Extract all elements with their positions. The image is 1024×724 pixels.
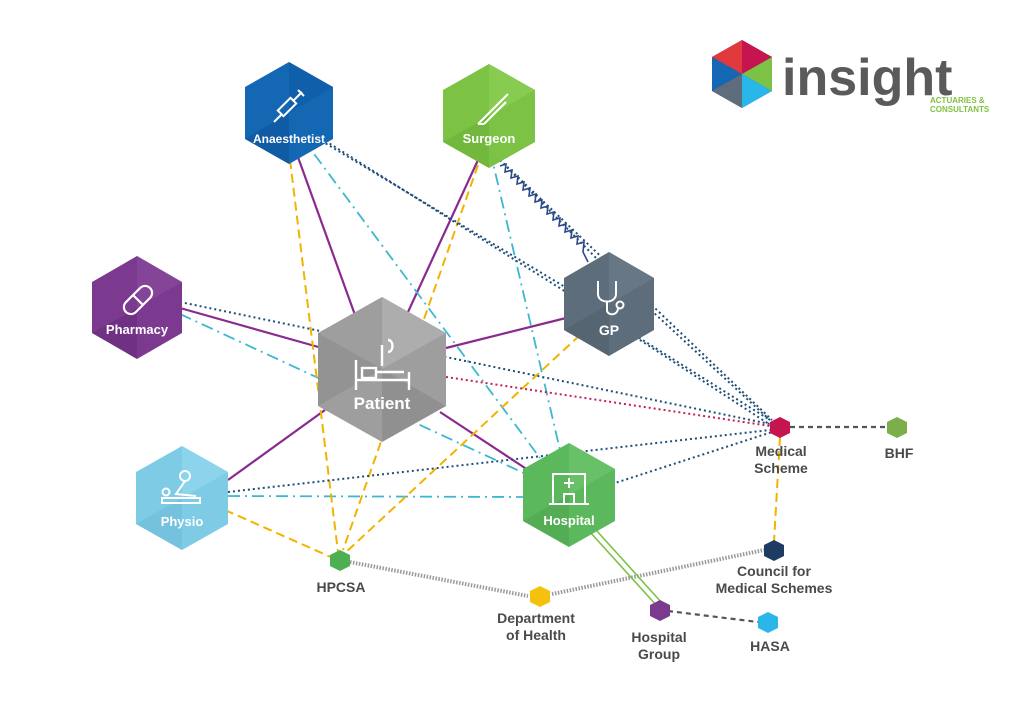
syringe-icon	[273, 89, 305, 123]
hospital-group-label-line1: Hospital	[631, 629, 686, 645]
hospital-group-label-line2: Group	[638, 646, 680, 662]
bhf-label: BHF	[885, 445, 914, 461]
link-hospital-hospital-group-a	[589, 531, 658, 607]
logo-word: insight	[782, 49, 952, 107]
medical-scheme-label-line1: Medical	[755, 443, 806, 459]
link-gp-hpcsa	[344, 334, 581, 554]
link-hospital-hospital-group-b	[595, 529, 663, 604]
node-department-of-health[interactable]: Department of Health	[497, 586, 575, 643]
node-gp[interactable]: GP	[564, 252, 654, 356]
logo-sub-line2: CONSULTANTS	[930, 105, 990, 114]
link-surgeon-gp	[499, 159, 601, 263]
link-department-council	[551, 548, 765, 596]
pharmacy-label: Pharmacy	[106, 322, 169, 337]
link-physio-patient	[227, 409, 326, 481]
link-surgeon-hospital	[489, 149, 561, 451]
node-patient[interactable]: Patient	[318, 297, 446, 442]
link-pharmacy-medical-scheme	[179, 301, 771, 425]
link-pharmacy-patient	[179, 306, 323, 350]
hospital-building-icon	[549, 473, 589, 505]
link-surgeon-patient	[407, 159, 479, 313]
node-hasa[interactable]: HASA	[750, 612, 790, 654]
node-bhf[interactable]: BHF	[885, 417, 914, 461]
patient-label: Patient	[354, 394, 411, 413]
link-hospital-group-hasa	[667, 609, 759, 624]
connection-lines	[179, 124, 886, 624]
hospital-label: Hospital	[543, 513, 594, 528]
node-hpcsa[interactable]: HPCSA	[316, 550, 366, 595]
link-surgeon-gp-zigzag	[499, 162, 589, 263]
link-hpcsa-department	[349, 560, 529, 598]
link-anaesthetist-patient	[288, 134, 357, 316]
medical-scheme-label-line2: Scheme	[754, 460, 808, 476]
node-hospital-group[interactable]: Hospital Group	[631, 600, 687, 662]
link-gp-medical-scheme-a	[639, 299, 773, 423]
insight-logo: insight ACTUARIES & CONSULTANTS	[712, 40, 990, 114]
physio-label: Physio	[161, 514, 204, 529]
link-physio-pharmacy	[227, 495, 526, 498]
link-physio-hpcsa	[224, 509, 334, 559]
hasa-label: HASA	[750, 638, 790, 654]
node-pharmacy[interactable]: Pharmacy	[92, 256, 182, 359]
link-gp-medical-scheme-b	[639, 339, 773, 427]
hospital-bed-icon	[354, 338, 411, 390]
link-anaesthetist-hpcsa	[289, 159, 339, 553]
link-medical-scheme-council	[773, 436, 781, 543]
link-gp-patient	[445, 316, 567, 350]
node-physio[interactable]: Physio	[136, 446, 228, 550]
node-hospital[interactable]: Hospital	[523, 443, 615, 547]
node-council-for-medical-schemes[interactable]: Council for Medical Schemes	[716, 540, 833, 596]
council-label-line2: Medical Schemes	[716, 580, 833, 596]
massage-icon	[161, 470, 201, 504]
anaesthetist-label: Anaesthetist	[253, 132, 325, 146]
gp-label: GP	[599, 322, 619, 338]
logo-hexagon-mark	[712, 40, 772, 108]
link-anaesthetist-hospital	[299, 134, 541, 459]
department-label-line1: Department	[497, 610, 575, 626]
pill-icon	[122, 284, 154, 316]
link-anaesthetist-gp	[299, 127, 571, 291]
surgeon-label: Surgeon	[463, 131, 516, 146]
hpcsa-label: HPCSA	[316, 579, 365, 595]
node-surgeon[interactable]: Surgeon	[443, 64, 535, 168]
stethoscope-icon	[597, 281, 625, 316]
scalpel-icon	[477, 93, 509, 125]
link-hospital-patient	[439, 411, 529, 471]
link-patient-medical-scheme	[445, 376, 771, 427]
node-anaesthetist[interactable]: Anaesthetist	[245, 62, 333, 164]
link-physio-medical-scheme	[227, 429, 771, 493]
link-pharmacy-hospital	[179, 313, 529, 476]
link-hospital-medical-scheme	[611, 431, 773, 485]
department-label-line2: of Health	[506, 627, 566, 643]
node-medical-scheme[interactable]: Medical Scheme	[754, 417, 808, 476]
council-label-line1: Council for	[737, 563, 811, 579]
logo-sub-line1: ACTUARIES &	[930, 96, 985, 105]
